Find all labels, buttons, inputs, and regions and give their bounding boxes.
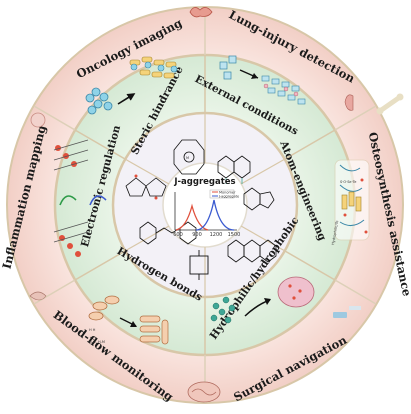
x-tick-3: 1200 <box>210 232 223 238</box>
x-tick-2: 900 <box>192 232 202 238</box>
thiophene-icon <box>243 187 275 211</box>
squaraine-icon <box>189 250 209 280</box>
cell-icon <box>30 112 46 128</box>
center-title: J-aggregates <box>173 177 235 187</box>
hydrophilic-illustration <box>210 276 315 324</box>
porphyrin-icon: M <box>173 139 205 175</box>
hydrogen-bonds-illustration: H H N-O, H-M <box>88 295 169 345</box>
cyanine-icon <box>139 221 197 245</box>
oncology-illustration <box>85 56 178 115</box>
legend-monomer: Monomer <box>219 190 236 194</box>
diketopyrrolopyrrole-icon <box>125 174 167 200</box>
electronic-regulation-illustration <box>53 139 107 257</box>
bone-icon <box>376 93 404 115</box>
j-aggregate-spectrum <box>195 199 235 231</box>
anthracene-icon <box>227 239 277 263</box>
atom-engineering-illustration: S·O·Se·Te Hydrophilic/Te <box>331 159 370 245</box>
surgical-tool-icon <box>333 306 361 318</box>
x-tick-4: 1500 <box>228 232 241 238</box>
center-spectrum: J-aggregates Monomer J-aggregate 600 900… <box>173 177 240 238</box>
legend-j-aggregate: J-aggregate <box>218 194 239 198</box>
x-tick-1: 600 <box>173 232 183 238</box>
atom-labels: S·O·Se·Te <box>340 180 356 184</box>
hb-legend: H H <box>89 328 96 332</box>
lung-icon <box>344 94 354 111</box>
svg-text:M: M <box>186 156 189 160</box>
middle-sector-dividers <box>74 55 336 355</box>
brain-icon <box>187 381 221 403</box>
external-conditions-illustration <box>219 55 306 105</box>
inner-sector-dividers <box>124 113 286 297</box>
bodipy-icon <box>217 155 251 184</box>
scale-label: Hydrophilic/Te <box>331 220 339 245</box>
intestine-icon <box>189 7 213 18</box>
joint-icon <box>29 291 47 301</box>
bond-legend: N-O, H-M <box>89 340 105 344</box>
